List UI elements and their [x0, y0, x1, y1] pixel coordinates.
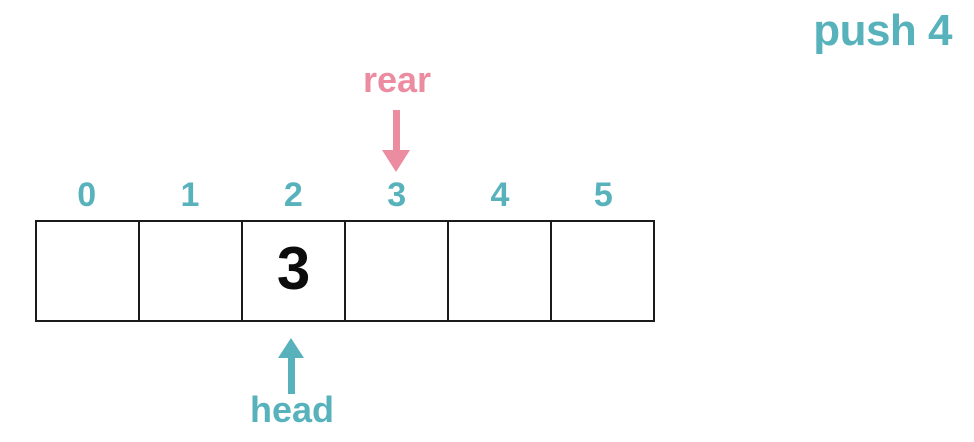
array-cell-2: 3 — [243, 222, 346, 320]
arrow-head-up — [278, 338, 304, 358]
index-label-0: 0 — [77, 176, 97, 214]
index-label-4: 4 — [490, 176, 510, 214]
arrow-shaft — [392, 110, 400, 150]
rear-arrow-down-icon — [382, 110, 410, 172]
array-cell-0 — [37, 222, 140, 320]
array-cell-1 — [140, 222, 243, 320]
rear-pointer-label: rear — [362, 59, 432, 100]
head-arrow-up-icon — [278, 338, 304, 394]
array-cell-3 — [346, 222, 449, 320]
index-label-2: 2 — [283, 176, 303, 214]
operation-label: push 4 — [813, 6, 952, 55]
index-label-1: 1 — [180, 176, 200, 214]
index-label-5: 5 — [593, 176, 613, 214]
head-pointer-label: head — [249, 389, 335, 430]
index-row: 0 1 2 3 4 5 — [35, 176, 655, 215]
array-cell-4 — [449, 222, 552, 320]
arrow-head-down — [382, 150, 410, 172]
array-container: 3 — [35, 220, 655, 322]
index-label-3: 3 — [387, 176, 407, 214]
arrow-shaft — [287, 358, 295, 394]
array-cell-5 — [552, 222, 653, 320]
